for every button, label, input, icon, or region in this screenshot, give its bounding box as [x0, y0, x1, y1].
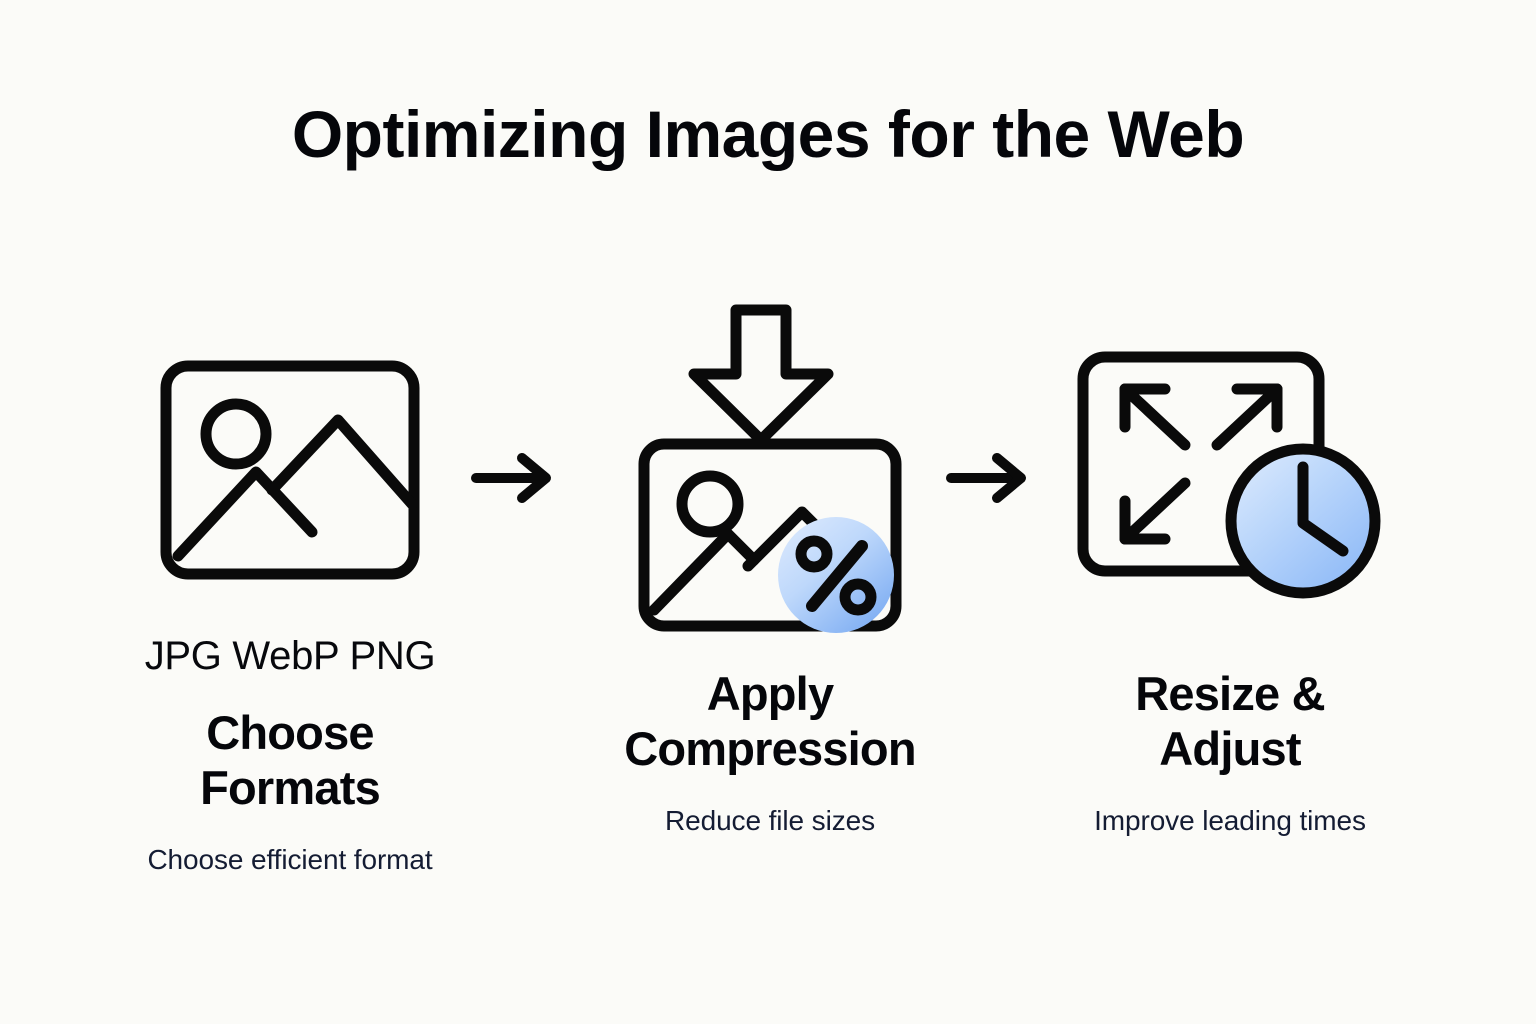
step-caption: Choose efficient format	[147, 843, 433, 875]
step-resize-adjust: Resize & Adjust Improve leading times	[1060, 300, 1400, 839]
step-formats-list: JPG WebP PNG	[144, 634, 436, 678]
page-title: Optimizing Images for the Web	[291, 97, 1245, 171]
step-heading: Apply Compression	[624, 667, 916, 776]
arrow-right-2-label: →	[1037, 450, 1038, 451]
step-heading: Choose Formats	[200, 705, 381, 815]
arrow-right-1-label: →	[562, 450, 563, 451]
step-choose-formats: JPG WebP PNG Choose Formats Choose effic…	[120, 300, 460, 878]
step-caption: Improve leading times	[1094, 804, 1366, 836]
step-caption: Reduce file sizes	[665, 804, 875, 836]
step-heading: Resize & Adjust	[1135, 667, 1325, 776]
image-file-icon	[120, 300, 460, 640]
arrow-right-1-icon: →	[470, 450, 562, 511]
resize-clock-icon	[1060, 300, 1400, 640]
arrow-right-2-icon: →	[945, 450, 1037, 511]
process-flow: JPG WebP PNG Choose Formats Choose effic…	[0, 300, 1536, 960]
step-apply-compression: Apply Compression Reduce file sizes	[600, 300, 940, 839]
compress-image-percent-icon	[600, 300, 940, 640]
